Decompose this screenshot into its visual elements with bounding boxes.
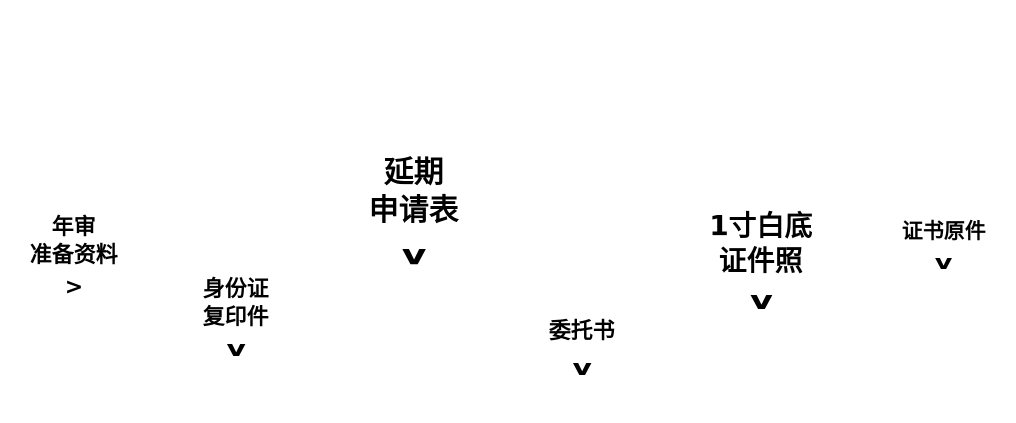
chevron-down-icon: v — [572, 355, 592, 381]
id-photo-label-line2: 证件照 — [718, 244, 803, 277]
id-copy-label-line2: 复印件 — [202, 304, 269, 330]
annual-review-label-line1: 年审 — [51, 215, 96, 240]
id-copy-step: 身份证 复印件 v — [186, 276, 286, 361]
annual-review-step: 年审 准备资料 > — [22, 214, 126, 299]
chevron-down-icon: v — [401, 238, 427, 271]
annual-review-label-line2: 准备资料 — [29, 242, 118, 268]
extension-form-step: 延期 申请表 v — [358, 154, 470, 269]
chevron-down-icon: v — [749, 286, 773, 316]
power-of-attorney-label: 委托书 — [548, 319, 615, 344]
original-certificate-label: 证书原件 — [902, 219, 986, 243]
power-of-attorney-step: 委托书 v — [536, 318, 628, 380]
chevron-down-icon: v — [935, 250, 953, 275]
chevron-down-icon: v — [226, 337, 246, 362]
id-copy-label-line1: 身份证 — [202, 277, 269, 302]
extension-form-label-line1: 延期 — [384, 155, 444, 190]
id-photo-label-line1: 1寸白底 — [709, 209, 813, 242]
id-photo-step: 1寸白底 证件照 v — [700, 208, 822, 314]
original-certificate-step: 证书原件 v — [894, 218, 994, 272]
chevron-right-icon: > — [64, 275, 84, 300]
extension-form-label-line2: 申请表 — [369, 192, 459, 228]
